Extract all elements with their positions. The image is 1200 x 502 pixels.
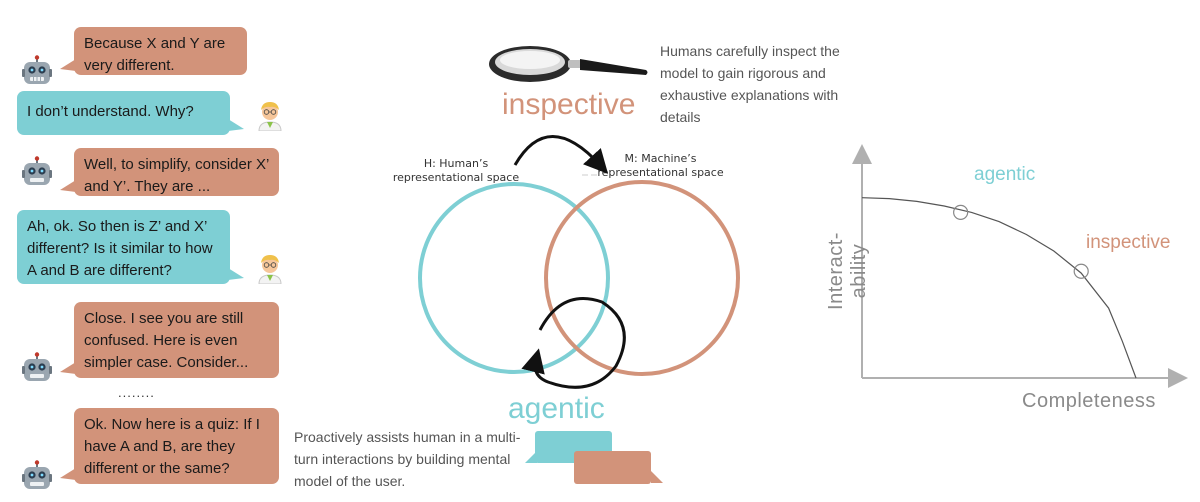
message-text: Well, to simplify, consider X’ and Y’. T… (84, 156, 269, 195)
chat-message-human: Ah, ok. So then is Z’ and X’ different? … (17, 210, 244, 284)
scientist-icon (255, 252, 285, 285)
inspective-label: inspective (502, 88, 636, 121)
machine-space-circle (544, 180, 740, 376)
agentic-label: agentic (508, 392, 605, 425)
message-text: Because X and Y are very different. (84, 35, 226, 74)
conversation-ellipsis: ........ (118, 385, 155, 400)
chat-message-bot: Because X and Y are very different. (60, 27, 247, 75)
chat-message-bot: Ok. Now here is a quiz: If I have A and … (60, 408, 279, 484)
chat-message-bot: Close. I see you are still confused. Her… (60, 302, 279, 378)
venn-diagram (418, 135, 740, 389)
message-text: Ok. Now here is a quiz: If I have A and … (84, 416, 260, 477)
robot-icon (22, 55, 52, 87)
loop-arrow (521, 297, 626, 389)
robot-icon (22, 352, 52, 384)
scientist-icon (255, 99, 285, 132)
human-space-label: H: Human’s representational space (392, 157, 520, 184)
top-arc-arrow (513, 135, 609, 174)
mini-bubble-tail (525, 451, 537, 463)
chart-point-agentic (953, 204, 969, 221)
message-text: Ah, ok. So then is Z’ and X’ different? … (27, 218, 213, 279)
mini-bubble-tail (651, 471, 663, 483)
robot-icon (22, 460, 52, 492)
message-text: I don’t understand. Why? (27, 103, 194, 120)
message-text: Close. I see you are still confused. Her… (84, 310, 249, 371)
x-axis-label: Completeness (1022, 390, 1156, 412)
magnifying-glass-icon (488, 42, 650, 91)
machine-space-label: M: Machine’s representational space (597, 152, 724, 179)
point-label-inspective: inspective (1086, 232, 1171, 253)
y-axis-label: Interact-ability (825, 232, 870, 310)
robot-icon (22, 156, 52, 188)
chat-message-human: I don’t understand. Why? (17, 91, 244, 135)
mini-bubble-bot (574, 451, 651, 484)
chart-canvas (852, 144, 1188, 388)
chat-message-bot: Well, to simplify, consider X’ and Y’. T… (60, 148, 279, 196)
point-label-agentic: agentic (974, 164, 1036, 185)
human-space-circle (418, 182, 610, 374)
agentic-description: Proactively assists human in a multi-tur… (294, 429, 521, 489)
inspective-description: Humans carefully inspect the model to ga… (660, 43, 840, 125)
tradeoff-curve (861, 197, 1137, 379)
chart-point-inspective (1073, 263, 1089, 279)
